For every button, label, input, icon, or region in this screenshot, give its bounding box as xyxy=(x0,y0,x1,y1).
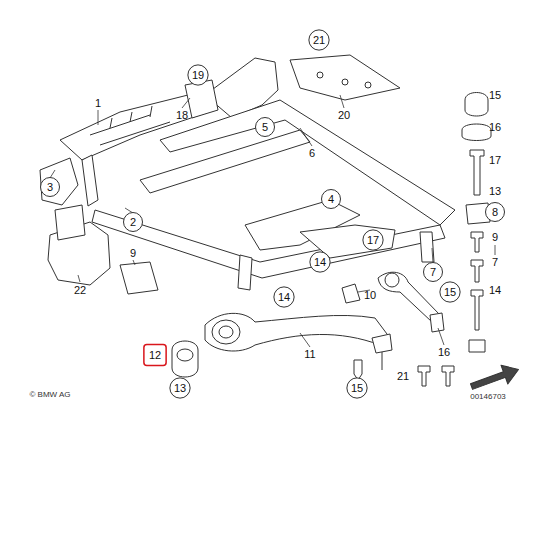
callout-number: 15 xyxy=(489,90,501,101)
callout-circle xyxy=(274,287,294,307)
left-mount xyxy=(40,158,78,205)
callout-number: 1 xyxy=(95,98,101,109)
callout-circle xyxy=(41,178,60,197)
callout-number: 9 xyxy=(130,248,136,259)
callout-number: 15 xyxy=(351,383,363,394)
callout-number: 14 xyxy=(314,257,326,268)
control-arm xyxy=(205,313,390,351)
leader-lines xyxy=(50,95,495,347)
front-crossmember-ribs xyxy=(90,106,170,145)
credit-note: 00146703 xyxy=(470,393,506,401)
callout-circle xyxy=(256,118,275,137)
callout-circle xyxy=(440,282,460,302)
callout-circle xyxy=(309,30,329,50)
callout-circle xyxy=(188,65,208,85)
callout-circle xyxy=(347,378,367,398)
mount-15 xyxy=(465,93,488,117)
callout-number: 5 xyxy=(262,122,268,133)
air-duct xyxy=(120,262,158,294)
bolt-21 xyxy=(418,366,430,386)
callout-number: 3 xyxy=(47,182,53,193)
rubber-pad xyxy=(342,284,360,303)
rail-leg xyxy=(238,255,252,290)
arm-ball-joint xyxy=(372,334,392,353)
callout-number: 13 xyxy=(174,383,186,394)
callout-number: 7 xyxy=(430,267,436,278)
callout-number: 12 xyxy=(149,350,161,361)
callout-circle xyxy=(310,252,330,272)
callout-circle xyxy=(363,230,383,250)
callout-number: 6 xyxy=(309,148,315,159)
callout-number: 10 xyxy=(364,290,376,301)
callout-number: 21 xyxy=(313,35,325,46)
callout-number: 17 xyxy=(367,235,379,246)
direction-arrow xyxy=(468,360,522,396)
callout-number: 2 xyxy=(130,217,136,228)
bolt-17 xyxy=(470,150,484,195)
callout-circle xyxy=(124,213,143,232)
callout-number: 8 xyxy=(492,207,498,218)
callout-number: 9 xyxy=(492,232,498,243)
screw xyxy=(442,366,454,386)
callout-number: 19 xyxy=(192,70,204,81)
callout-number: 16 xyxy=(438,347,450,358)
bolt-7 xyxy=(471,260,483,282)
bolt-14 xyxy=(471,290,483,330)
callout-circle xyxy=(322,190,341,209)
callout-circle xyxy=(424,263,443,282)
credit-note: © BMW AG xyxy=(29,391,70,399)
bracket-19 xyxy=(185,80,218,118)
callout-number: 14 xyxy=(278,292,290,303)
callout-number: 13 xyxy=(489,186,501,197)
callout-number: 22 xyxy=(74,285,86,296)
callout-circle xyxy=(170,378,190,398)
rear-leg xyxy=(420,232,434,262)
callout-number: 11 xyxy=(304,349,315,360)
callout-number: 14 xyxy=(489,285,501,296)
mount-16 xyxy=(462,124,491,141)
callout-number: 7 xyxy=(492,257,498,268)
left-upright xyxy=(82,155,98,206)
bolt-9 xyxy=(471,232,483,252)
bushing-13 xyxy=(172,341,198,377)
guard-box xyxy=(55,205,85,240)
nut xyxy=(469,340,485,352)
callout-number: 16 xyxy=(489,122,501,133)
callout-number: 18 xyxy=(176,110,188,121)
callout-number: 4 xyxy=(328,194,334,205)
bolt-15 xyxy=(354,360,362,380)
callout-circle xyxy=(486,203,505,222)
callout-number: 17 xyxy=(489,155,501,166)
cross-rail xyxy=(140,130,310,193)
strut-ball-joint xyxy=(430,313,444,332)
heat-shield xyxy=(290,55,400,100)
callout-number: 21 xyxy=(397,371,409,382)
highlight-box xyxy=(144,345,166,366)
callout-number: 20 xyxy=(338,110,350,121)
callout-number: 15 xyxy=(444,287,456,298)
rear-bracket xyxy=(300,225,395,258)
